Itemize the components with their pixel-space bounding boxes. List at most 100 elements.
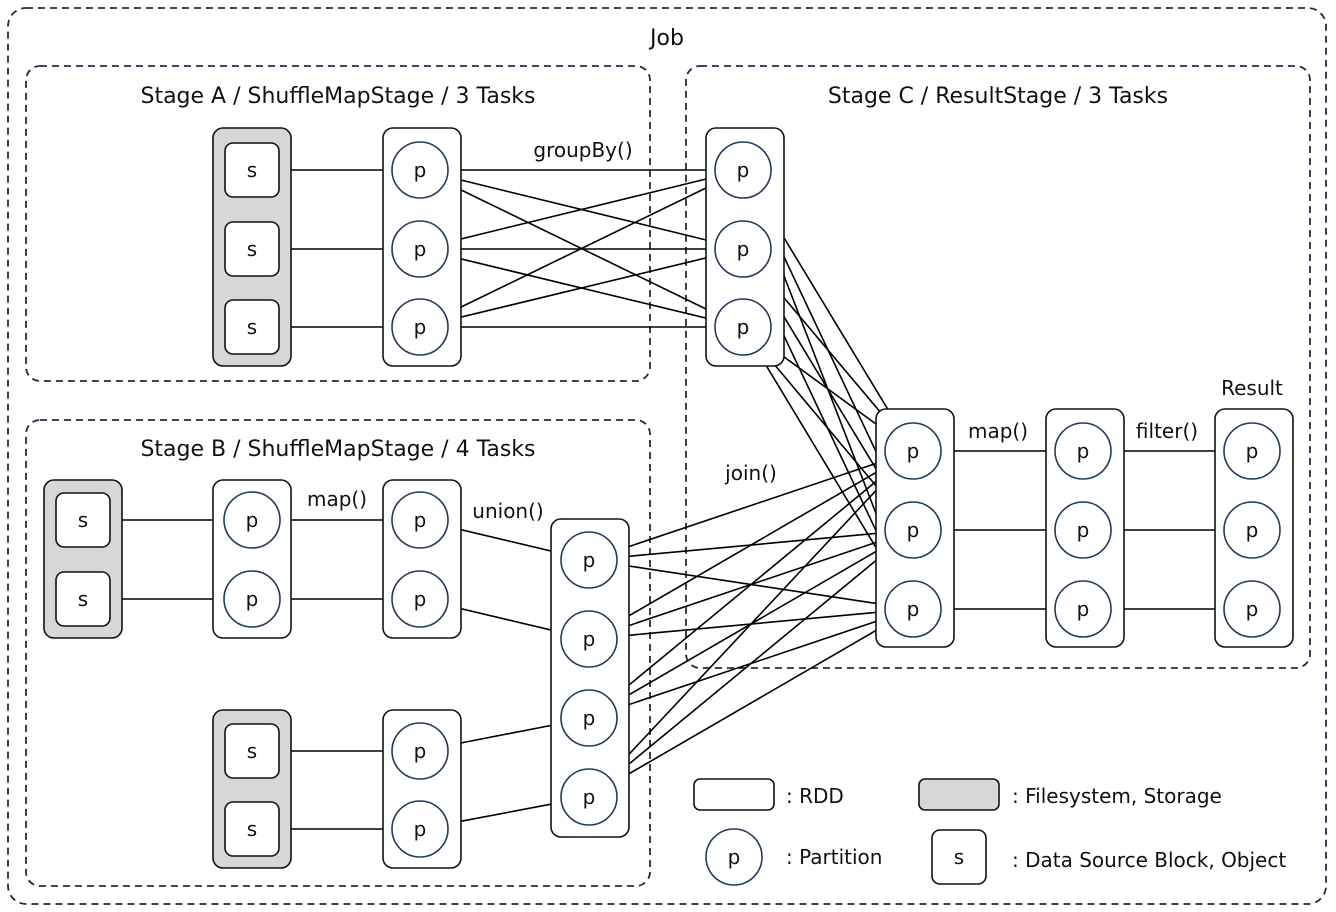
legend-source-letter: s (954, 845, 964, 869)
source-block-sB3 (224, 801, 280, 857)
source-label-sA0: s (247, 158, 257, 182)
source-block-sB0 (55, 492, 111, 548)
partition-label-pC2: p (737, 315, 750, 339)
partition-label-pA0: p (414, 158, 427, 182)
partition-label-pR0: p (1246, 439, 1259, 463)
partition-label-pU0: p (583, 548, 596, 572)
partition-pC2 (714, 298, 772, 356)
stage-b-union-rdd (550, 518, 630, 838)
partition-pU3 (560, 768, 618, 826)
edge-pU2-pJ0 (610, 468, 893, 701)
partition-label-pM0: p (414, 508, 427, 532)
partition-label-pR2: p (1246, 597, 1259, 621)
source-label-sB2: s (247, 739, 257, 763)
edge-pU3-pJ1 (610, 547, 893, 780)
edge-pB2-pU2 (447, 720, 563, 747)
edges (110, 166, 1225, 833)
source-label-sA2: s (247, 315, 257, 339)
partition-pM1 (391, 570, 449, 628)
partition-label-pJ1: p (907, 518, 920, 542)
source-label-sA1: s (247, 237, 257, 261)
legend-filesystem-swatch (918, 778, 1000, 811)
partition-pR0 (1223, 422, 1281, 480)
edge-pA2-pC1 (447, 253, 717, 322)
edge-pB3-pU3 (447, 799, 563, 825)
partition-pU2 (560, 689, 618, 747)
partition-pC1 (714, 220, 772, 278)
partition-label-pB3: p (414, 817, 427, 841)
stage-c-title: Stage C / ResultStage / 3 Tasks (828, 84, 1168, 109)
partition-pR2 (1223, 580, 1281, 638)
source-label-sB1: s (78, 587, 88, 611)
partition-pM0 (391, 491, 449, 549)
partition-pJ1 (884, 501, 942, 559)
partition-label-pC1: p (737, 237, 750, 261)
edge-pU0-pJ0 (615, 458, 888, 552)
partition-label-pM1: p (414, 587, 427, 611)
partition-label-pB0: p (246, 508, 259, 532)
partition-pA0 (391, 141, 449, 199)
partition-label-pR1: p (1246, 518, 1259, 542)
job-label: Job (648, 26, 684, 51)
legend-source-label: : Data Source Block, Object (1012, 848, 1286, 872)
partition-label-pK1: p (1077, 518, 1090, 542)
partition-label-pA2: p (414, 315, 427, 339)
source-block-sA1 (224, 221, 280, 277)
partition-label-pU1: p (583, 627, 596, 651)
op-filter-label: filter() (1136, 419, 1198, 443)
partition-label-pB1: p (246, 587, 259, 611)
edge-pU3-pJ2 (612, 622, 890, 784)
partition-label-pC0: p (737, 158, 750, 182)
edge-pA2-pC0 (444, 181, 719, 316)
op-join-label: join() (724, 461, 777, 485)
job-container (7, 7, 1327, 905)
source-label-sB0: s (78, 508, 88, 532)
edge-pC2-pJ1 (760, 347, 896, 510)
legend: : RDD : Filesystem, Storage p : Partitio… (693, 778, 1286, 886)
source-block-sA2 (224, 299, 280, 355)
legend-partition-label: : Partition (786, 845, 882, 869)
legend-partition-letter: p (728, 845, 741, 869)
source-block-sB1 (55, 571, 111, 627)
partition-label-pK2: p (1077, 597, 1090, 621)
legend-source-icon (931, 829, 987, 885)
partition-pU1 (560, 610, 618, 668)
op-map-c-label: map() (968, 419, 1028, 443)
partition-label-pU3: p (583, 785, 596, 809)
partition-pK1 (1054, 501, 1112, 559)
edge-pC2-pJ2 (756, 350, 900, 586)
legend-partition-icon (705, 828, 763, 886)
partition-pA1 (391, 220, 449, 278)
stage-b-container (25, 419, 651, 887)
partition-pK0 (1054, 422, 1112, 480)
edge-pC2-pJ0 (765, 342, 892, 436)
partition-pR1 (1223, 501, 1281, 559)
edge-pM0-pU0 (447, 525, 563, 556)
partition-label-pJ0: p (907, 439, 920, 463)
partition-pB2 (391, 722, 449, 780)
partition-pJ0 (884, 422, 942, 480)
legend-rdd-label: : RDD (786, 784, 844, 808)
result-label: Result (1221, 376, 1283, 400)
partition-label-pB2: p (414, 739, 427, 763)
op-union-label: union() (472, 499, 543, 523)
partition-label-pU2: p (583, 706, 596, 730)
legend-filesystem-label: : Filesystem, Storage (1012, 784, 1222, 808)
partition-pU0 (560, 531, 618, 589)
edge-pM1-pU1 (447, 604, 563, 635)
edge-pU1-pJ0 (612, 464, 890, 626)
source-block-sB2 (224, 723, 280, 779)
stage-c-container (685, 65, 1311, 669)
partition-pB3 (391, 800, 449, 858)
edge-pU3-pJ0 (607, 470, 895, 778)
stage-b-title: Stage B / ShuffleMapStage / 4 Tasks (140, 437, 535, 462)
op-map-b-label: map() (307, 487, 367, 511)
partition-pB1 (223, 570, 281, 628)
partition-label-pK0: p (1077, 439, 1090, 463)
stage-a-title: Stage A / ShuffleMapStage / 3 Tasks (140, 84, 535, 109)
op-groupby-label: groupBy() (533, 138, 632, 162)
source-block-sA0 (224, 142, 280, 198)
partition-label-pA1: p (414, 237, 427, 261)
